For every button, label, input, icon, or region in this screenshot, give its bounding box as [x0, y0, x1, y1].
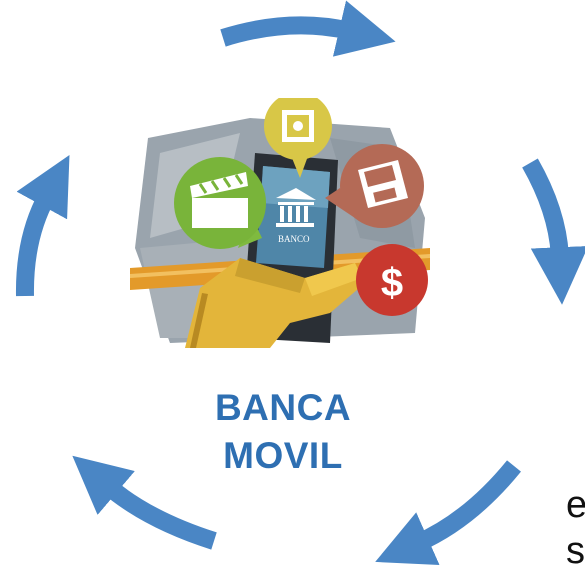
arrow-right: [522, 158, 585, 305]
arrow-left: [15, 154, 70, 297]
floppy-disk-icon: [340, 144, 424, 228]
safe-icon: [264, 98, 332, 160]
diagram-title: BANCA MOVIL: [183, 384, 383, 480]
cropped-text-line-1: e: [566, 484, 585, 526]
hand: [185, 258, 365, 348]
arrow-bottom-left: [72, 455, 217, 550]
cropped-text-line-2: s: [566, 530, 585, 572]
arrow-bottom-right: [375, 460, 521, 565]
cropped-side-text: e s: [566, 482, 585, 574]
dollar-icon: $: [356, 244, 428, 316]
title-line-2: MOVIL: [223, 435, 343, 476]
svg-text:$: $: [381, 261, 403, 305]
mobile-banking-illustration: BANCO: [130, 98, 430, 348]
title-line-1: BANCA: [214, 387, 352, 428]
clapperboard-icon: [174, 157, 266, 249]
arrow-top: [220, 0, 396, 57]
bank-icon: [276, 188, 316, 227]
bank-label: BANCO: [278, 234, 310, 244]
